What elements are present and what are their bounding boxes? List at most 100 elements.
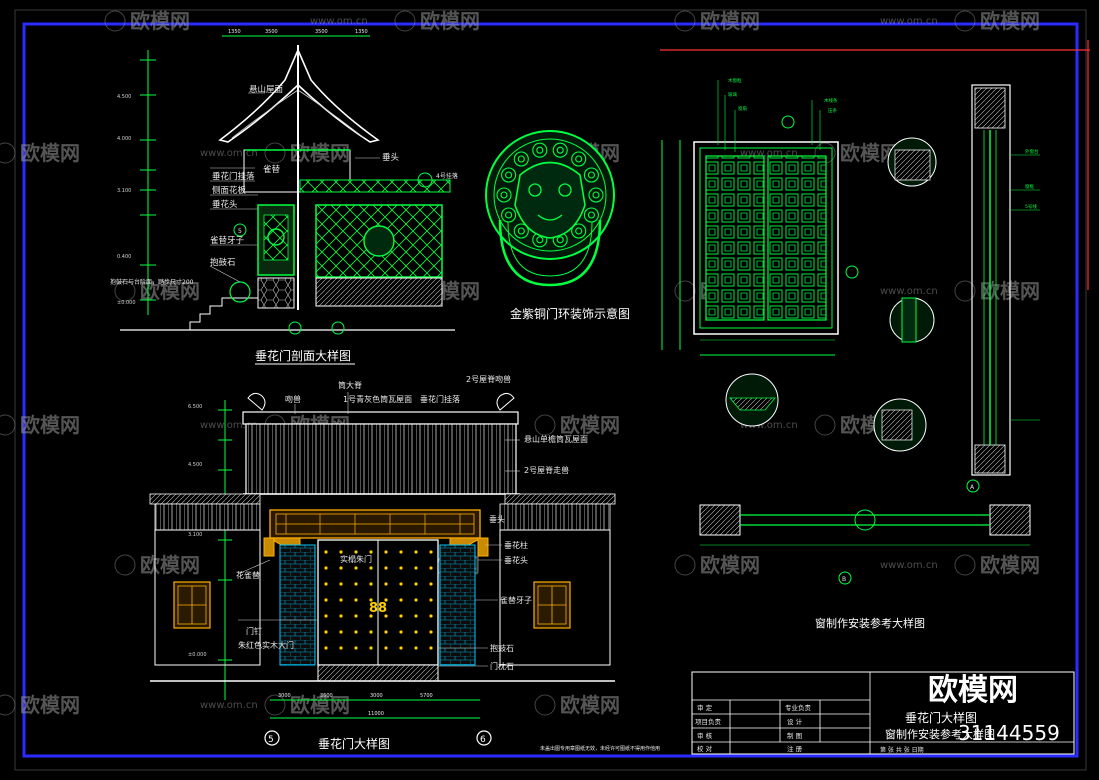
dim-bottom-4: 5700 <box>420 693 433 699</box>
watermark-brand: 欧模网 <box>20 141 80 165</box>
medallion-scroll-inner <box>575 227 583 235</box>
label-ridge-beast-2: 2号屋脊吻兽 <box>466 374 511 384</box>
label-hang-head: 垂花头 <box>212 199 238 210</box>
label-pillow-stone: 门枕石 <box>490 661 514 671</box>
dim-3500-b: 3500 <box>315 29 328 35</box>
svg-text:5号线: 5号线 <box>1025 203 1037 210</box>
tb-note: 未盖出图专用章图纸无效，未经许可图纸不得用作他用 <box>540 745 660 752</box>
door-stud <box>429 614 433 618</box>
door-stud <box>369 614 373 618</box>
tb-drawing-name-2: 窗制作安装参考大样图 <box>885 727 995 741</box>
paper-edge <box>14 9 1087 771</box>
label-valance-elev: 垂花门挂落 <box>420 394 460 404</box>
medallion-scroll-inner <box>556 236 564 244</box>
watermark-url: www.om.cn <box>200 700 258 711</box>
medallion-title: 金紫铜门环装饰示意图 <box>510 306 630 321</box>
door-stud <box>369 550 373 554</box>
door-stud <box>414 646 418 650</box>
svg-text:玻璃: 玻璃 <box>728 91 737 98</box>
label-tile-roof: 1号青灰色筒瓦屋面 <box>343 394 412 404</box>
svg-text:0.400: 0.400 <box>117 254 131 260</box>
watermark-brand: 欧模网 <box>980 553 1040 577</box>
medallion-scroll <box>513 223 529 239</box>
door-stud <box>324 550 328 554</box>
door-stud <box>339 646 343 650</box>
door-knocker-medallion: 金紫铜门环装饰示意图 <box>485 130 630 321</box>
tb-sheet-footer: 第 张 共 张 日期 <box>880 746 924 754</box>
medallion-scroll-inner <box>592 191 600 199</box>
door-stud <box>399 566 403 570</box>
watermark-brand: 欧模网 <box>290 141 350 165</box>
dim-bottom-total: 11000 <box>368 711 384 717</box>
label-bracket: 雀替 <box>263 164 281 175</box>
dim-1350-b: 1350 <box>355 29 368 35</box>
watermark-logo-icon <box>814 414 836 436</box>
door-stud <box>384 598 388 602</box>
medallion-scroll-inner <box>587 171 595 179</box>
door-stud <box>414 614 418 618</box>
svg-text:外窗台: 外窗台 <box>1025 148 1039 155</box>
door-stud <box>384 550 388 554</box>
label-roof: 悬山屋面 <box>249 84 284 95</box>
door-stud <box>384 630 388 634</box>
medallion-scroll <box>552 142 568 158</box>
door-stud <box>399 550 403 554</box>
watermark-logo-icon <box>394 10 416 32</box>
door-stud <box>414 566 418 570</box>
svg-text:6.500: 6.500 <box>188 404 202 410</box>
medallion-scroll <box>583 207 599 223</box>
medallion-scroll <box>513 151 529 167</box>
watermark-logo-icon <box>534 694 556 716</box>
door-stud <box>369 646 373 650</box>
watermark-logo-icon <box>954 10 976 32</box>
watermark-logo-icon <box>264 142 286 164</box>
door-stud <box>414 598 418 602</box>
watermark-url: www.om.cn <box>880 286 938 297</box>
watermark-logo-icon <box>114 280 136 302</box>
label-ridge-beast: 吻兽 <box>285 394 301 404</box>
door-stud <box>354 598 358 602</box>
svg-text:木窗框: 木窗框 <box>728 77 742 84</box>
svg-text:4.000: 4.000 <box>117 136 131 142</box>
medallion-scroll <box>571 151 587 167</box>
medallion-scroll <box>501 207 517 223</box>
door-stud <box>384 582 388 586</box>
window-axis-b: B <box>842 576 846 583</box>
label-red-door: 朱红色实木大门 <box>238 640 294 650</box>
watermark-logo-icon <box>954 280 976 302</box>
label-drum-stone-elev: 抱鼓石 <box>490 643 514 653</box>
label-hang-pillar: 垂花柱 <box>504 540 528 550</box>
svg-text:±0.000: ±0.000 <box>188 652 207 658</box>
svg-text:4.500: 4.500 <box>188 462 202 468</box>
brand-stamp-name: 欧模网 <box>928 673 1018 708</box>
label-valance: 垂花门挂落 <box>212 171 255 182</box>
door-stud <box>324 614 328 618</box>
door-stud <box>429 566 433 570</box>
watermark-logo-icon <box>0 414 16 436</box>
svg-text:窗扇: 窗扇 <box>738 105 747 112</box>
tb-row-register: 注 册 <box>787 744 803 753</box>
dim-bottom-3: 3000 <box>370 693 383 699</box>
door-stud <box>354 646 358 650</box>
medallion-scroll-inner <box>536 236 544 244</box>
door-stud <box>354 582 358 586</box>
door-stud <box>429 598 433 602</box>
door-stud <box>339 566 343 570</box>
label-valance-4: 4号挂落 <box>436 172 458 180</box>
watermark-logo-icon <box>0 142 16 164</box>
dim-bottom-1: 3000 <box>278 693 291 699</box>
door-stud <box>384 646 388 650</box>
svg-text:3.100: 3.100 <box>188 532 202 538</box>
watermark-logo-icon <box>674 554 696 576</box>
label-drum-stone: 抱鼓石 <box>210 257 236 268</box>
medallion-scroll-inner <box>536 146 544 154</box>
watermark-url: www.om.cn <box>740 148 798 159</box>
watermark-url: www.om.cn <box>880 16 938 27</box>
watermark-brand: 欧模网 <box>980 9 1040 33</box>
medallion-scroll <box>588 187 604 203</box>
watermark-logo-icon <box>674 10 696 32</box>
label-solid-door: 实榻朱门 <box>340 554 372 564</box>
watermark-brand: 欧模网 <box>140 553 200 577</box>
